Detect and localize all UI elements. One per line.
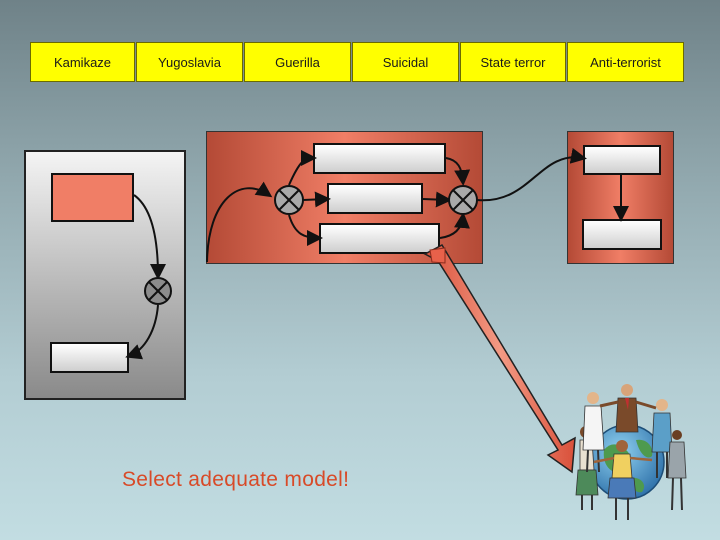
tab-guerilla[interactable]: Guerilla <box>244 42 351 82</box>
mid-connectors <box>288 150 471 246</box>
right-top-box[interactable] <box>583 145 661 175</box>
selection-arrow-icon <box>423 244 576 474</box>
mid-bottom-box[interactable] <box>319 223 440 254</box>
people-globe-illustration <box>575 384 687 520</box>
left-junction-icon <box>144 277 172 305</box>
left-to-mid-connector <box>206 181 273 263</box>
left-bottom-box[interactable] <box>50 342 129 373</box>
mid-center-box[interactable] <box>327 183 423 214</box>
select-model-message: Select adequate model! <box>122 468 350 491</box>
left-top-box[interactable] <box>51 173 134 222</box>
mid-to-right-connector <box>476 147 587 202</box>
tab-kamikaze[interactable]: Kamikaze <box>30 42 135 82</box>
tab-state-terror[interactable]: State terror <box>460 42 566 82</box>
left-connectors <box>125 194 166 360</box>
tab-anti-terrorist[interactable]: Anti-terrorist <box>567 42 684 82</box>
mid-right-junction-icon <box>448 185 478 215</box>
tab-suicidal[interactable]: Suicidal <box>352 42 459 82</box>
mid-top-box[interactable] <box>313 143 446 174</box>
mid-left-junction-icon <box>274 185 304 215</box>
tab-yugoslavia[interactable]: Yugoslavia <box>136 42 243 82</box>
selection-arrow-base <box>429 247 446 264</box>
